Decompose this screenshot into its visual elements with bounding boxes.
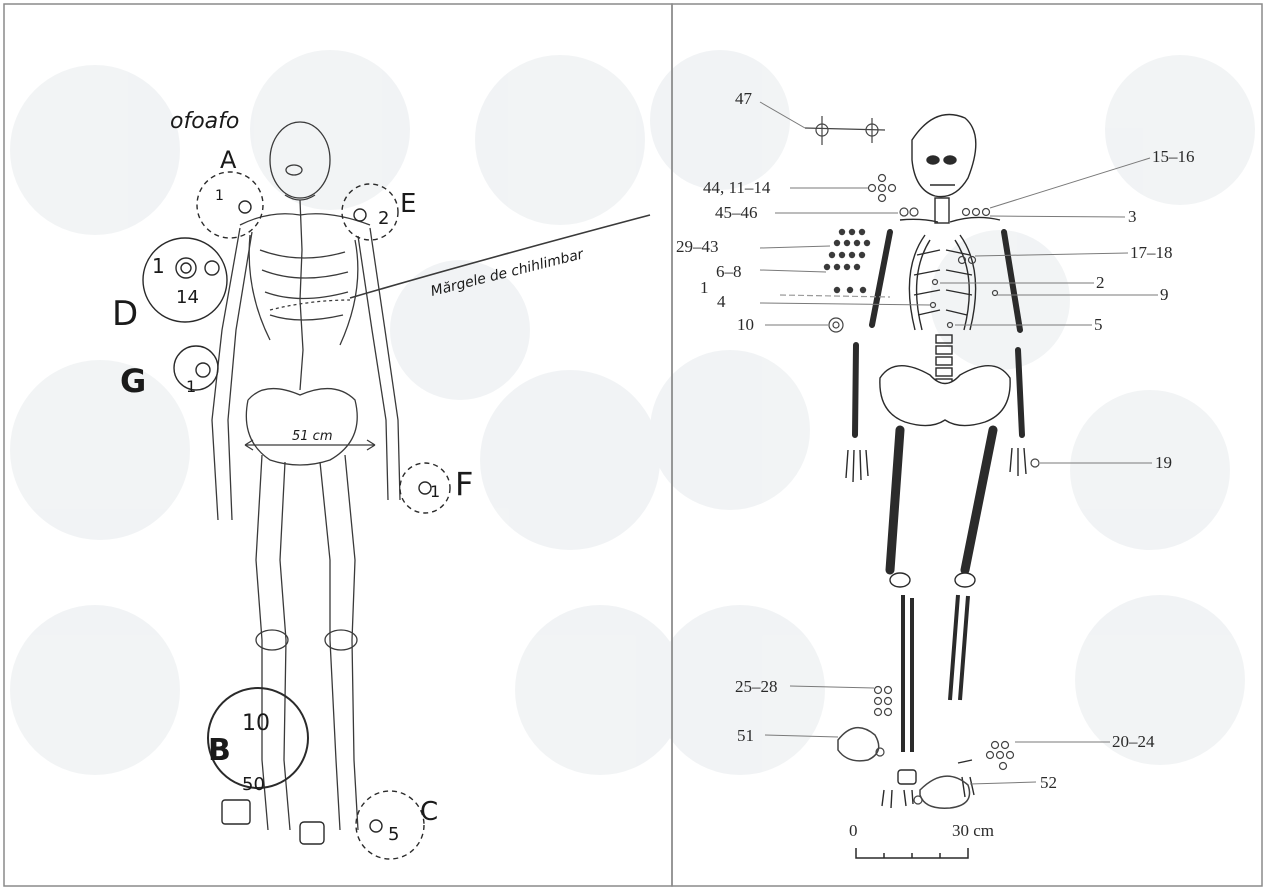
label-20-24: 20–24 (1112, 732, 1155, 751)
label-29-43: 29–43 (676, 237, 719, 256)
label-c: C (420, 797, 438, 827)
label-4: 4 (717, 292, 726, 311)
left-forearm (855, 345, 856, 435)
num-g: 1 (186, 377, 196, 396)
num-f: 1 (430, 482, 440, 501)
right-patella (955, 573, 975, 587)
scale-start-label: 0 (849, 821, 858, 840)
label-d: D (112, 294, 138, 334)
label-f: F (455, 465, 473, 503)
label-15-16: 15–16 (1152, 147, 1195, 166)
label-9: 9 (1160, 285, 1169, 304)
label-5: 5 (1094, 315, 1103, 334)
scale-end-label: 30 cm (952, 821, 994, 840)
num-c: 5 (388, 824, 399, 845)
num-d-top: 1 (152, 254, 165, 278)
label-1: 1 (700, 278, 709, 297)
label-47: 47 (735, 89, 753, 108)
left-foot-bone (898, 770, 916, 784)
label-3: 3 (1128, 207, 1137, 226)
num-d-bottom: 14 (176, 287, 199, 308)
label-a: A (220, 146, 237, 174)
num-e: 2 (378, 208, 389, 229)
label-51: 51 (737, 726, 754, 745)
label-b: B (208, 733, 231, 768)
label-17-18: 17–18 (1130, 243, 1173, 262)
label-52: 52 (1040, 773, 1057, 792)
head-note: ofoafo (170, 109, 239, 134)
label-25-28: 25–28 (735, 677, 778, 696)
label-6-8: 6–8 (716, 262, 742, 281)
left-patella (890, 573, 910, 587)
pelvis-width-label: 51 cm (292, 429, 333, 444)
label-e: E (400, 189, 416, 219)
label-g: G (120, 362, 146, 400)
num-a: 1 (215, 188, 224, 204)
label-10: 10 (737, 315, 754, 334)
label-19: 19 (1155, 453, 1172, 472)
label-44-11-14: 44, 11–14 (703, 178, 771, 197)
num-b-top: 10 (242, 711, 270, 736)
label-45-46: 45–46 (715, 203, 758, 222)
label-2: 2 (1096, 273, 1105, 292)
right-forearm (1018, 350, 1022, 435)
num-b-bottom: 50 (242, 774, 265, 795)
